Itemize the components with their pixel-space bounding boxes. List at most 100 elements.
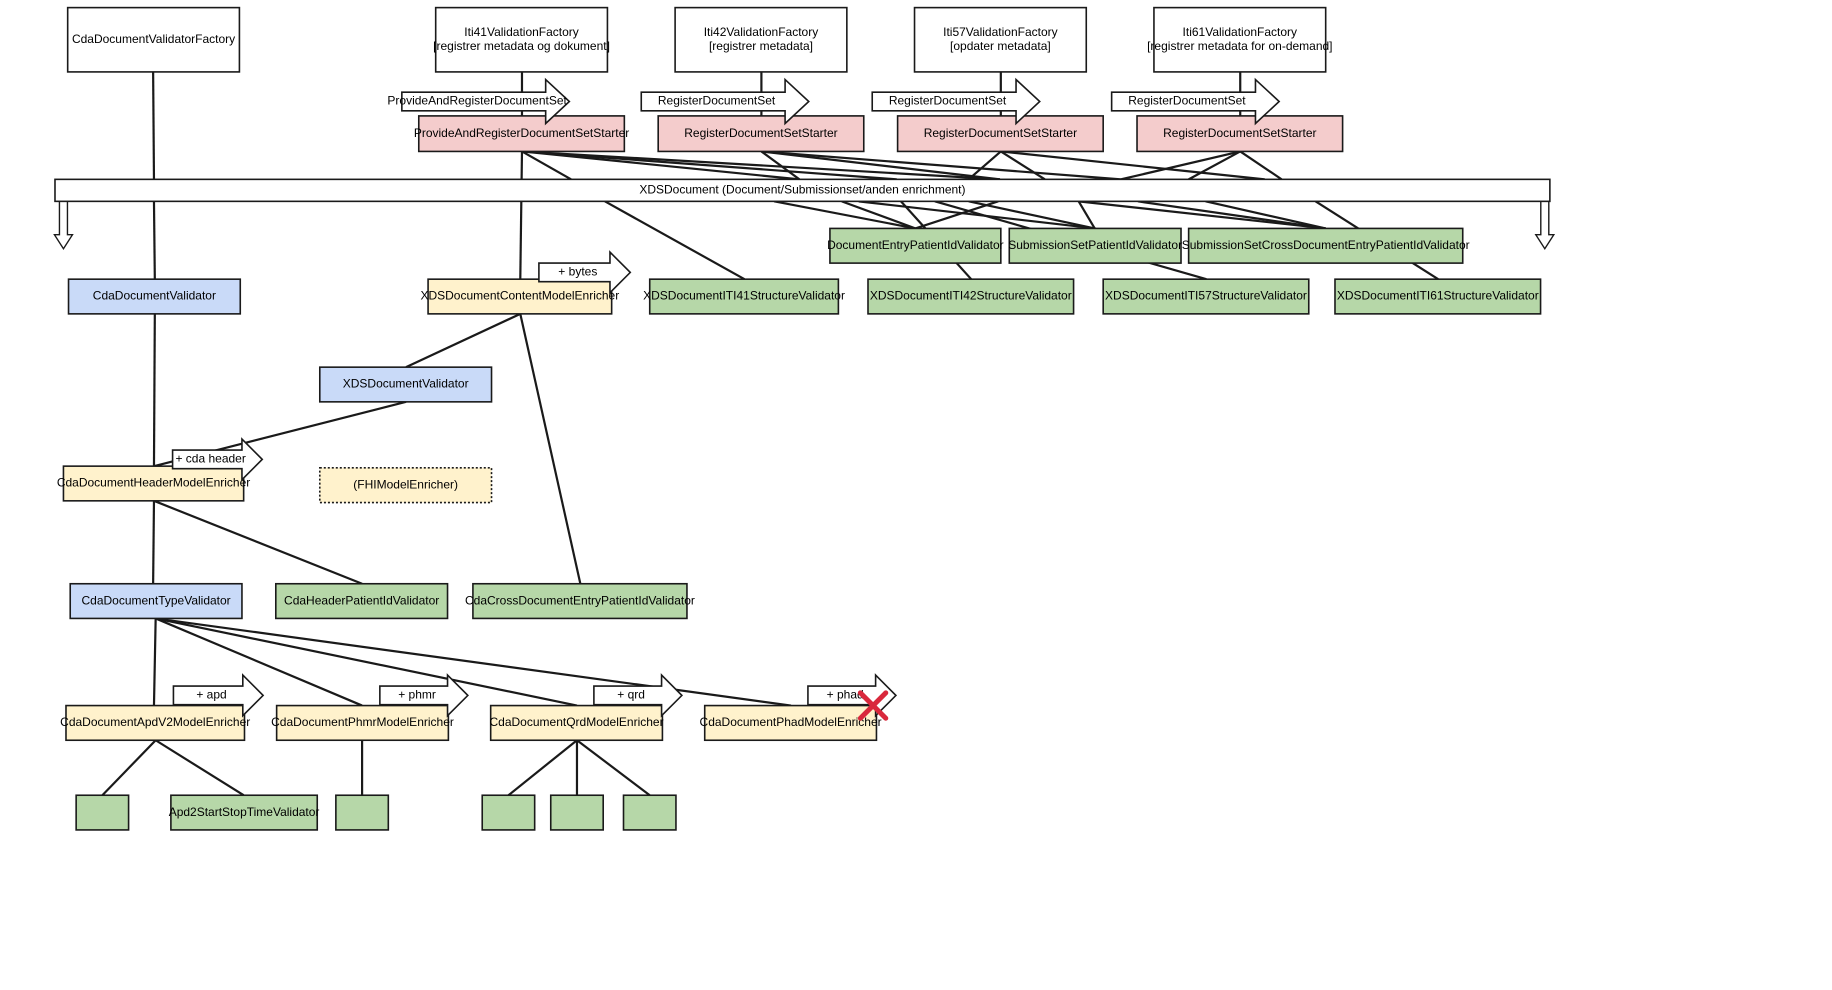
- xds-document-bar: [54, 178, 1551, 203]
- node-cda-factory: CdaDocumentValidatorFactory: [66, 6, 241, 73]
- node-iti61-factory: Iti61ValidationFactory[registrer metadat…: [1147, 6, 1333, 73]
- node-label: XDSDocumentContentModelEnricher: [420, 289, 619, 303]
- connector-line-23: [773, 200, 916, 230]
- node-xds-validator: XDSDocumentValidator: [318, 366, 493, 403]
- connector-line-24: [841, 200, 916, 230]
- node-label: Iti57ValidationFactory: [943, 25, 1058, 39]
- arrow-label: RegisterDocumentSet: [1128, 94, 1246, 108]
- node-label: XDSDocumentITI57StructureValidator: [1105, 289, 1307, 303]
- node-label: [registrer metadata for on-demand]: [1147, 39, 1332, 53]
- connector-line-2: [152, 313, 156, 467]
- node-header-enricher: CdaDocumentHeaderModelEnricher: [57, 465, 250, 502]
- node-apd-startstop: Apd2StartStopTimeValidator: [169, 794, 320, 831]
- connector-line-46: [507, 739, 578, 797]
- arrow-label: + phad: [827, 688, 864, 702]
- node-apd-leaf-blank: [75, 794, 130, 831]
- node-type-validator: CdaDocumentTypeValidator: [69, 582, 243, 620]
- arrow-label: RegisterDocumentSet: [658, 94, 776, 108]
- node-label: XDSDocumentITI41StructureValidator: [643, 289, 845, 303]
- arrow-phmr: + phmr: [379, 673, 469, 718]
- arrow-label: + qrd: [617, 688, 645, 702]
- arrow-label: ProvideAndRegisterDocumentSet: [387, 94, 567, 108]
- node-label: SubmissionSetPatientIdValidator: [1008, 238, 1182, 252]
- node-reg-starter-57: RegisterDocumentSetStarter: [896, 115, 1104, 153]
- connector-line-38: [153, 499, 363, 585]
- connector-line-22: [604, 200, 746, 281]
- connector-line-18: [1000, 150, 1265, 181]
- connector-line-12: [521, 150, 1001, 181]
- arrow-reg-set-61: RegisterDocumentSet: [1110, 77, 1281, 126]
- node-label: [registrer metadata]: [709, 39, 813, 53]
- connector-line-13: [760, 150, 801, 181]
- node-reg-starter-61: RegisterDocumentSetStarter: [1136, 115, 1344, 153]
- arrow-bytes: + bytes: [538, 250, 632, 295]
- node-iti41-struct: XDSDocumentITI41StructureValidator: [643, 278, 845, 315]
- connector-line-30: [1078, 200, 1326, 230]
- node-label: CdaHeaderPatientIdValidator: [284, 593, 439, 607]
- arrow-label: RegisterDocumentSet: [889, 94, 1007, 108]
- node-label: (FHIModelEnricher): [353, 477, 458, 491]
- node-label: RegisterDocumentSetStarter: [684, 126, 837, 140]
- arrow-label: + apd: [196, 688, 226, 702]
- node-label: RegisterDocumentSetStarter: [1163, 126, 1316, 140]
- node-label: CdaDocumentPhmrModelEnricher: [271, 715, 454, 729]
- node-pnr-starter: ProvideAndRegisterDocumentSetStarter: [414, 115, 629, 153]
- connector-line-0: [152, 71, 156, 180]
- node-label: Iti42ValidationFactory: [704, 25, 819, 39]
- node-label: [opdater metadata]: [950, 39, 1051, 53]
- connector-line-40: [155, 617, 363, 707]
- node-label: Apd2StartStopTimeValidator: [169, 805, 320, 819]
- arrow-qrd: + qrd: [593, 673, 684, 718]
- connector-line-44: [155, 739, 245, 797]
- node-label: CdaDocumentValidator: [93, 289, 216, 303]
- connector-line-21: [1239, 150, 1283, 181]
- connector-line-20: [1188, 150, 1241, 181]
- node-label: XDSDocumentITI42StructureValidator: [870, 289, 1072, 303]
- node-phmr-enricher: CdaDocumentPhmrModelEnricher: [271, 704, 454, 742]
- connector-line-14: [761, 150, 1001, 181]
- connector-line-25: [858, 200, 1096, 230]
- connector-line-3: [152, 500, 156, 584]
- markers: [857, 690, 889, 721]
- arrow-cda-header: + cda header: [171, 437, 264, 482]
- node-iti61-struct: XDSDocumentITI61StructureValidator: [1334, 278, 1542, 315]
- arrow-phad: + phad: [807, 673, 898, 718]
- node-label: CdaDocumentHeaderModelEnricher: [57, 476, 250, 490]
- node-iti41-factory: Iti41ValidationFactory[registrer metadat…: [433, 6, 610, 73]
- node-label: CdaDocumentTypeValidator: [81, 593, 230, 607]
- node-cda-validator: CdaDocumentValidator: [67, 278, 242, 315]
- arrow-pnr-set: ProvideAndRegisterDocumentSet: [387, 77, 571, 126]
- arrow-label: + bytes: [558, 265, 597, 279]
- node-label: CdaDocumentApdV2ModelEnricher: [60, 715, 250, 729]
- connector-line-43: [101, 739, 157, 797]
- connector-line-1: [152, 201, 156, 280]
- arrow-reg-set-42: RegisterDocumentSet: [640, 77, 810, 126]
- connector-line-39: [152, 618, 157, 706]
- node-label: Iti41ValidationFactory: [464, 25, 579, 39]
- connector-line-17: [1000, 150, 1046, 181]
- connector-line-41: [155, 617, 578, 707]
- node-fhi-enricher: (FHIModelEnricher): [318, 467, 493, 504]
- connector-line-42: [155, 617, 792, 707]
- node-label: RegisterDocumentSetStarter: [924, 126, 1077, 140]
- node-iti57-struct: XDSDocumentITI57StructureValidator: [1102, 278, 1310, 315]
- node-subset-cross: SubmissionSetCrossDocumentEntryPatientId…: [1182, 227, 1470, 264]
- connector-line-35: [405, 312, 521, 369]
- arrow-label: + cda header: [175, 452, 245, 466]
- node-apd-enricher: CdaDocumentApdV2ModelEnricher: [60, 704, 250, 742]
- connector-line-29: [1077, 200, 1096, 229]
- node-content-enricher: XDSDocumentContentModelEnricher: [420, 278, 619, 315]
- node-label: ProvideAndRegisterDocumentSetStarter: [414, 126, 629, 140]
- xds-document-bar-label: XDSDocument (Document/Submissionset/ande…: [639, 183, 965, 197]
- connector-line-31: [1137, 200, 1326, 230]
- arrow-apd: + apd: [172, 673, 265, 718]
- node-header-patient: CdaHeaderPatientIdValidator: [274, 582, 449, 620]
- arrow-label: + phmr: [398, 688, 436, 702]
- node-qrd-leaf-3: [622, 794, 677, 831]
- connector-line-8: [519, 151, 524, 280]
- connector-line-36: [519, 313, 582, 584]
- node-label: CdaDocumentQrdModelEnricher: [490, 715, 664, 729]
- xds-document-bar-group: XDSDocument (Document/Submissionset/ande…: [53, 178, 1556, 251]
